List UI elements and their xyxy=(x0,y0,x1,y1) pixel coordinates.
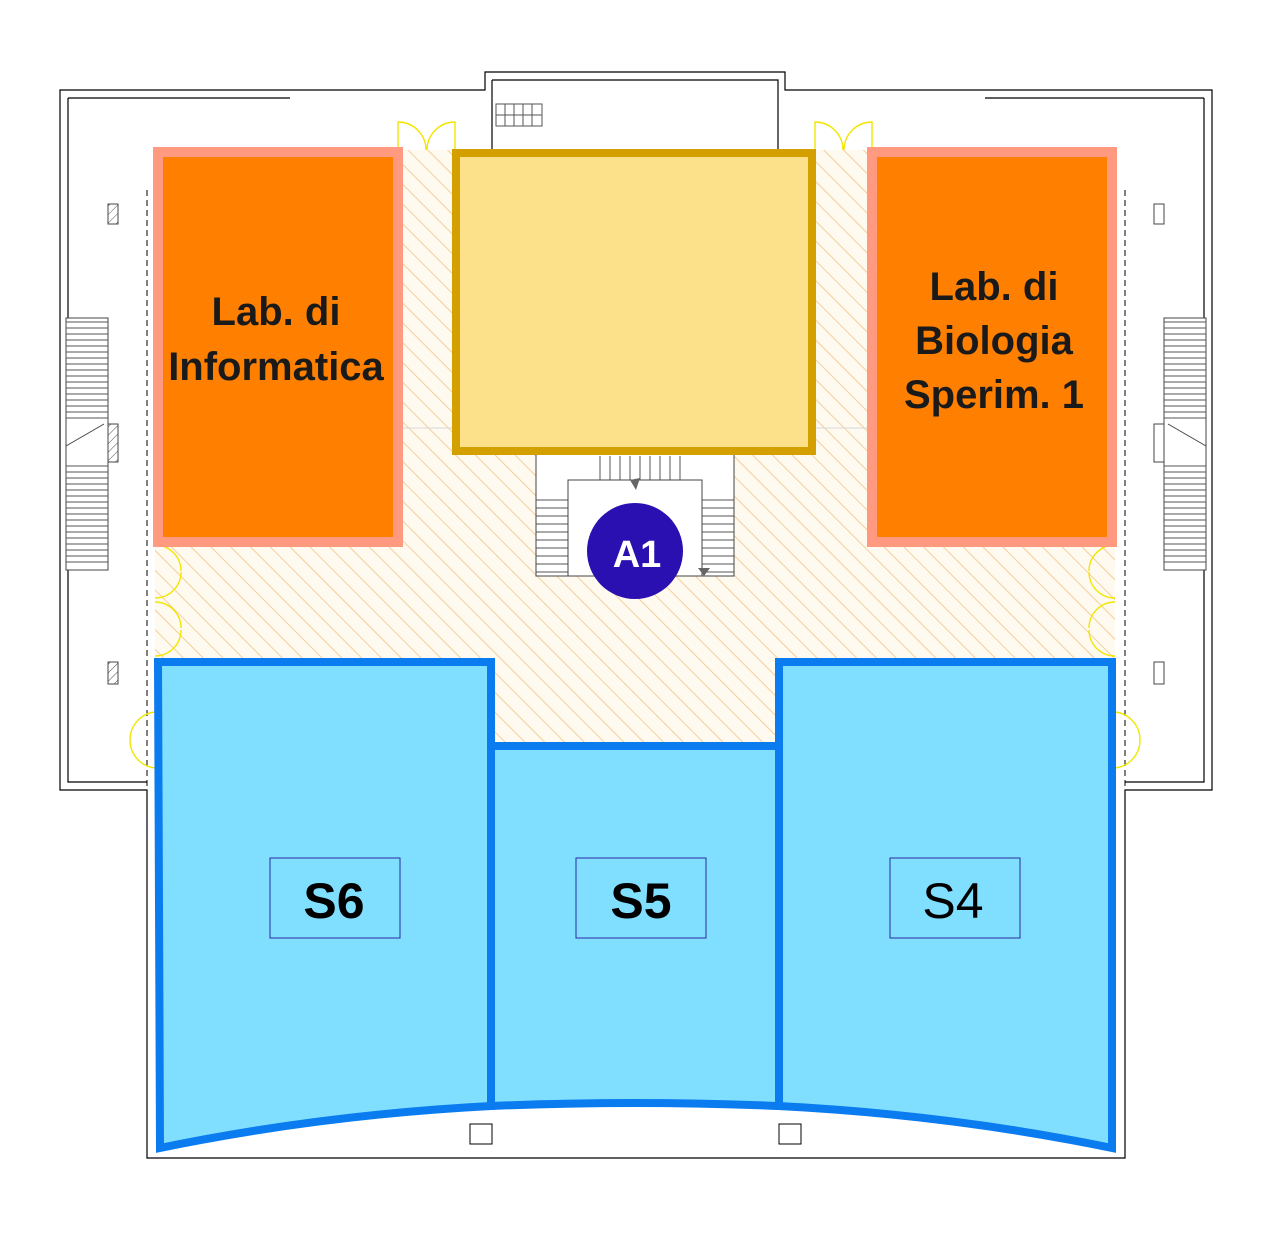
room-s5[interactable]: S5 xyxy=(487,742,783,1111)
lab-informatica-label-line1: Lab. di xyxy=(212,290,341,334)
room-s6[interactable]: S6 xyxy=(153,658,495,1153)
lab-biologia-label-line1: Lab. di xyxy=(930,265,1059,309)
lab-informatica[interactable]: Lab. di Informatica xyxy=(153,147,403,547)
central-hall[interactable] xyxy=(452,149,816,455)
doors xyxy=(129,121,1141,769)
room-s5-label: S5 xyxy=(610,873,671,929)
lab-biologia[interactable]: Lab. di Biologia Sperim. 1 xyxy=(867,147,1117,547)
column-markers xyxy=(469,1123,802,1145)
top-small-stair xyxy=(495,103,543,127)
building-outline xyxy=(59,71,1213,1159)
stair-a1-badge[interactable]: A1 xyxy=(587,503,683,599)
lab-biologia-label-line3: Sperim. 1 xyxy=(904,373,1084,417)
lab-biologia-label-line2: Biologia xyxy=(915,319,1074,363)
lab-informatica-label-line2: Informatica xyxy=(168,345,384,389)
left-external-stair xyxy=(65,203,119,685)
right-external-stair xyxy=(1153,203,1207,685)
room-s4-label: S4 xyxy=(922,873,983,929)
room-s4[interactable]: S4 xyxy=(775,658,1116,1153)
stair-a1-label: A1 xyxy=(613,534,662,576)
room-s6-label: S6 xyxy=(303,873,364,929)
